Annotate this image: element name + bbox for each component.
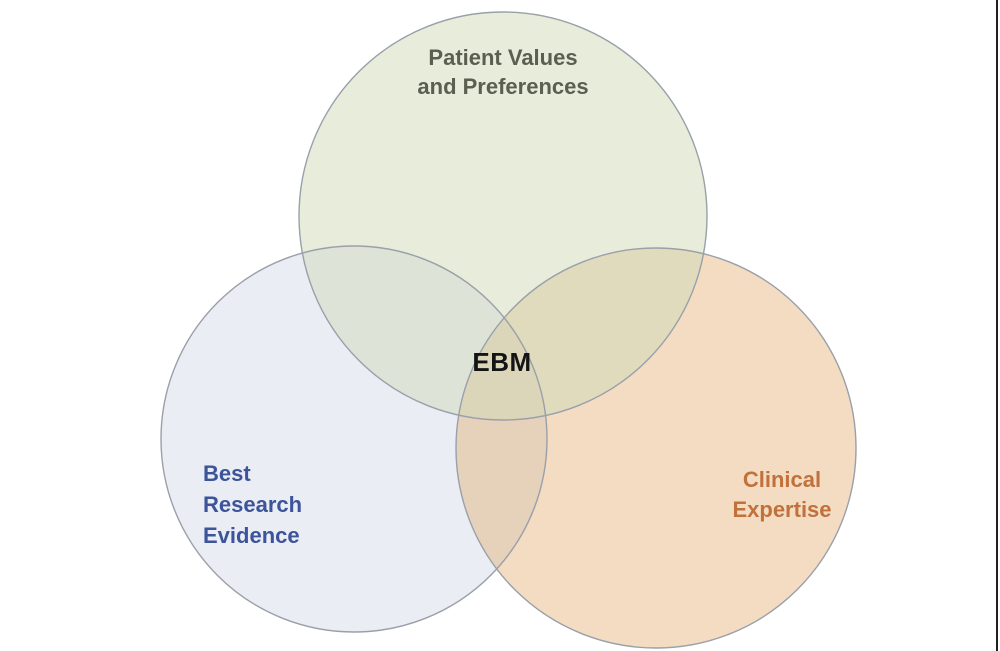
clinical-expertise-circle-outline: [455, 247, 857, 649]
patient-values-label-line1: Patient Values: [428, 45, 577, 70]
clinical-expertise-label-line2: Expertise: [732, 497, 831, 522]
best-research-label-line2: Research: [203, 492, 302, 517]
patient-values-label-line2: and Preferences: [417, 74, 588, 99]
ebm-center-label: EBM: [472, 347, 531, 377]
patient-values-label: Patient Values and Preferences: [417, 45, 588, 99]
patient-values-circle: [299, 12, 707, 420]
best-research-circle-outline: [160, 245, 548, 633]
patient-values-circle-outline: [298, 11, 708, 421]
clinical-expertise-label-line1: Clinical: [743, 467, 821, 492]
window-edge-line: [996, 0, 998, 651]
clinical-expertise-label: Clinical Expertise: [732, 467, 831, 522]
circle-outlines: [160, 11, 857, 649]
best-research-label-line1: Best: [203, 461, 251, 486]
best-research-label: Best Research Evidence: [203, 461, 302, 548]
best-research-label-line3: Evidence: [203, 523, 300, 548]
circle-fills: [161, 12, 856, 648]
